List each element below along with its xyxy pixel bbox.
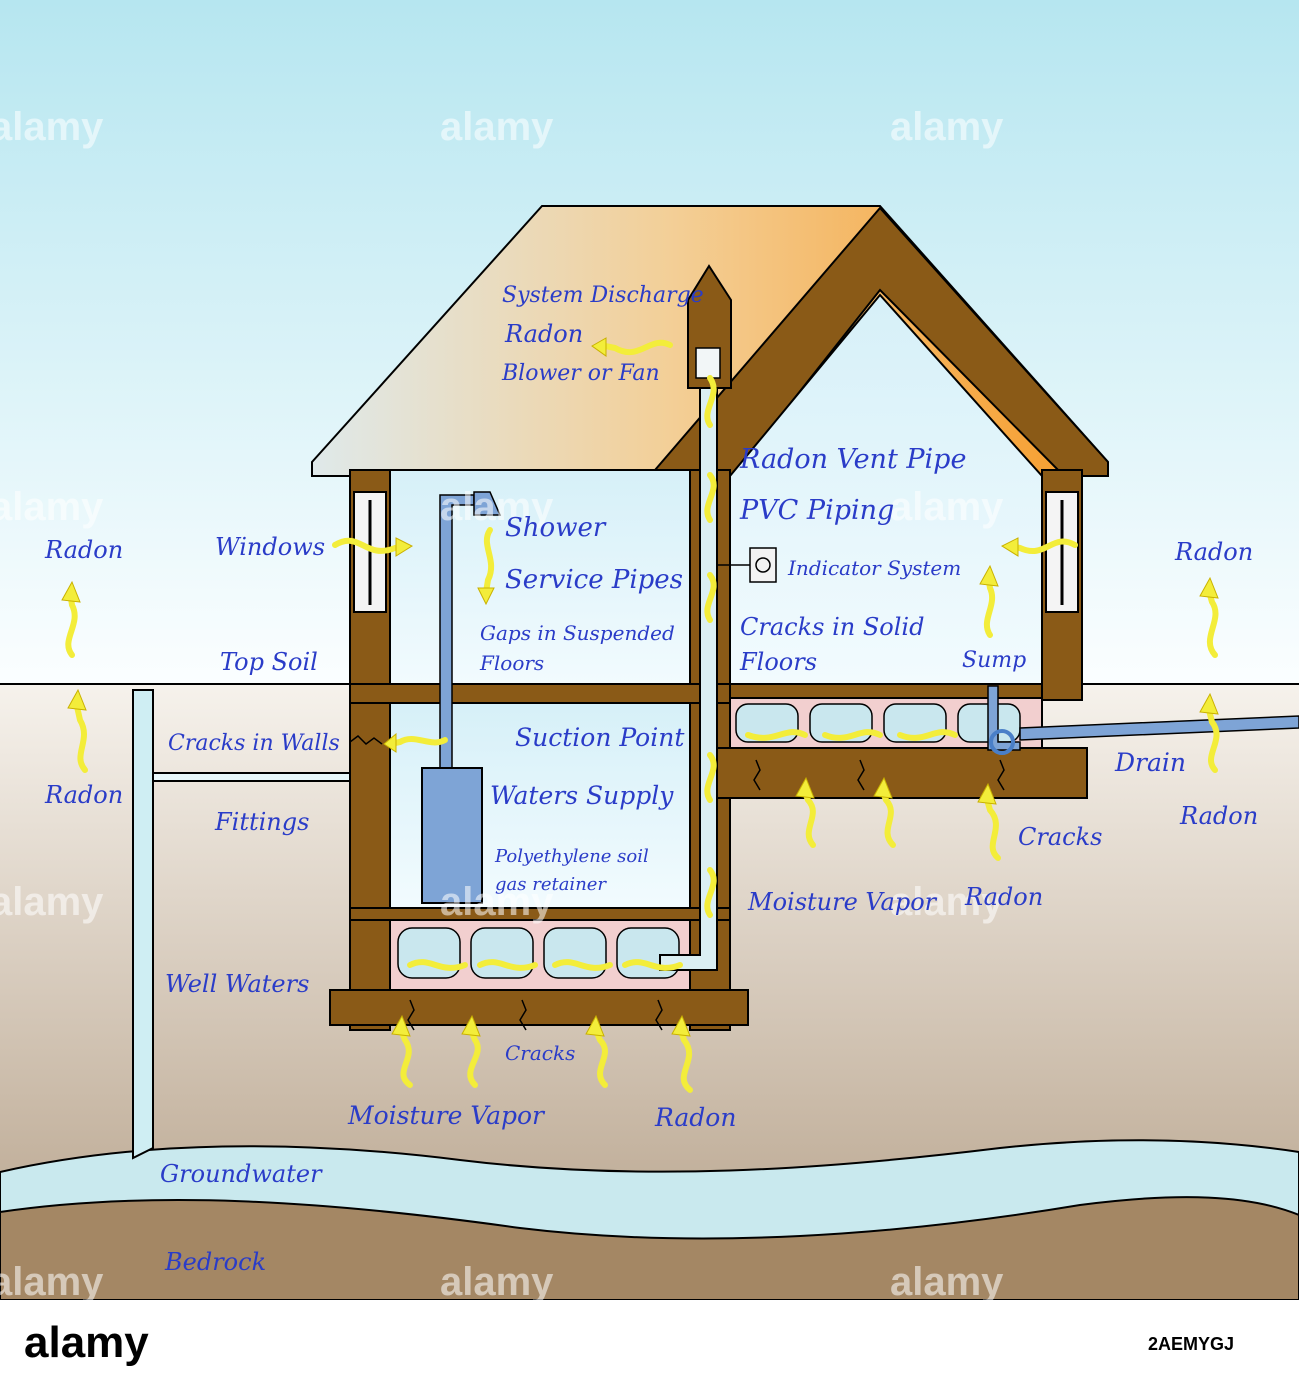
label-radon-roof: Radon <box>504 320 583 348</box>
label-cracks-walls: Cracks in Walls <box>168 731 340 756</box>
label-poly-1: Polyethylene soil <box>494 846 649 867</box>
watermark: alamy <box>0 105 104 149</box>
label-gaps-1: Gaps in Suspended <box>480 621 675 645</box>
label-fittings: Fittings <box>214 808 309 836</box>
drain-pipe <box>1019 715 1299 741</box>
label-suction-point: Suction Point <box>515 723 685 752</box>
watermark: alamy <box>0 1260 104 1304</box>
shower-head-icon <box>473 491 502 516</box>
label-radon-right-top: Radon <box>1174 538 1253 566</box>
label-poly-2: gas retainer <box>495 874 607 895</box>
basement-slab <box>329 989 749 1026</box>
indicator-system-icon <box>749 547 777 583</box>
right-foundation <box>714 747 1088 799</box>
crack-marks <box>349 735 1005 1031</box>
label-cracks-solid-1: Cracks in Solid <box>740 613 924 641</box>
label-groundwater: Groundwater <box>160 1160 323 1188</box>
label-shower: Shower <box>505 513 607 543</box>
label-service-pipes: Service Pipes <box>505 565 683 595</box>
blower-fan-icon <box>695 347 721 379</box>
label-drain: Drain <box>1114 748 1186 777</box>
footer-brand: alamy <box>24 1318 149 1367</box>
label-radon-bottom: Radon <box>654 1103 736 1132</box>
label-radon-left-mid: Radon <box>44 781 123 809</box>
label-indicator: Indicator System <box>787 556 961 580</box>
label-cracks-solid-2: Floors <box>739 648 817 676</box>
label-radon-right-mid: Radon <box>1179 802 1258 830</box>
watermark: alamy <box>0 880 104 924</box>
footer-bar <box>0 1300 1299 1390</box>
radon-arrows <box>65 339 1220 1093</box>
label-cracks-bottom: Cracks <box>505 1041 575 1065</box>
water-heater <box>421 767 483 904</box>
label-radon-left-top: Radon <box>44 536 123 564</box>
label-gaps-2: Floors <box>479 651 544 675</box>
bedrock-layer <box>0 1196 1299 1301</box>
label-sump: Sump <box>962 648 1026 673</box>
label-cracks-right: Cracks <box>1018 823 1102 851</box>
labels: System Discharge Radon Blower or Fan Rad… <box>44 283 1258 1276</box>
label-moisture-bottom: Moisture Vapor <box>347 1101 546 1130</box>
watermark: alamy <box>440 880 554 924</box>
watermark: alamy <box>890 1260 1004 1304</box>
watermark: alamy <box>440 105 554 149</box>
watermarks: alamy alamy alamy alamy alamy alamy alam… <box>0 105 1004 1304</box>
footer-image-id: 2AEMYGJ <box>1148 1334 1234 1354</box>
sump-icon <box>989 729 1015 755</box>
label-well-waters: Well Waters <box>165 970 309 998</box>
watermark: alamy <box>890 485 1004 529</box>
well-pipe <box>132 689 154 1160</box>
watermark: alamy <box>440 485 554 529</box>
label-moisture-right: Moisture Vapor <box>747 888 938 916</box>
label-radon-right-low: Radon <box>964 883 1043 911</box>
room-right <box>729 293 1043 685</box>
label-bedrock: Bedrock <box>164 1248 266 1276</box>
watermark: alamy <box>890 105 1004 149</box>
label-top-soil: Top Soil <box>220 648 318 676</box>
label-pvc: PVC Piping <box>739 495 894 526</box>
watermark: alamy <box>0 485 104 529</box>
watermark: alamy <box>440 1260 554 1304</box>
label-blower: Blower or Fan <box>501 361 660 386</box>
watermark: alamy <box>890 880 1004 924</box>
middle-floor <box>349 683 731 704</box>
label-waters-supply: Waters Supply <box>490 781 674 810</box>
label-system-discharge: System Discharge <box>502 283 704 308</box>
indicator-dial-icon <box>755 557 771 573</box>
label-windows: Windows <box>215 533 325 561</box>
radon-arrow-heads <box>61 337 1219 1037</box>
label-vent-pipe: Radon Vent Pipe <box>739 444 966 475</box>
